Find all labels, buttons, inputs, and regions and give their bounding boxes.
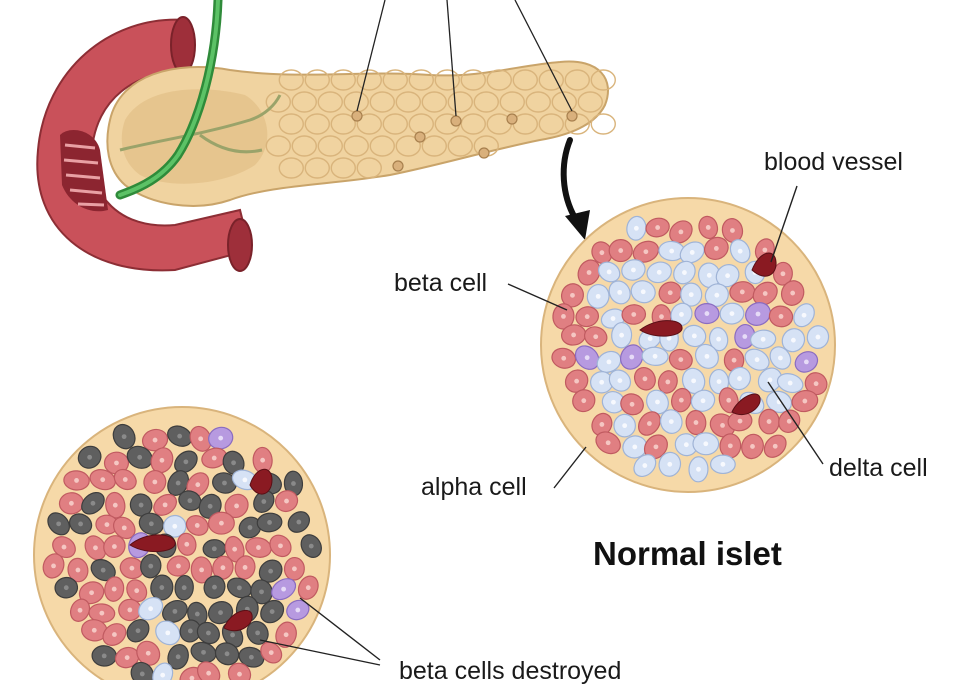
blood-vessel (639, 320, 683, 337)
title-normal-islet: Normal islet (593, 535, 782, 572)
label-beta-cell: beta cell (394, 269, 488, 297)
blood-vessel (731, 393, 761, 416)
leader-lines (259, 185, 824, 666)
label-blood-vessel: blood vessel (764, 148, 903, 176)
blood-vessel (223, 610, 253, 632)
normal-islet (540, 197, 836, 493)
label-delta-cell: delta cell (829, 454, 928, 482)
pancreas (106, 60, 616, 207)
blood-vessel (751, 252, 777, 277)
blood-vessel (249, 468, 273, 495)
diseased-islet (33, 406, 331, 680)
pancreas-islet-dots (351, 0, 578, 172)
label-alpha-cell: alpha cell (421, 473, 527, 501)
blood-vessel (129, 534, 176, 553)
curved-arrow-icon (560, 137, 590, 240)
label-beta-cells-destroyed: beta cells destroyed (399, 657, 622, 685)
